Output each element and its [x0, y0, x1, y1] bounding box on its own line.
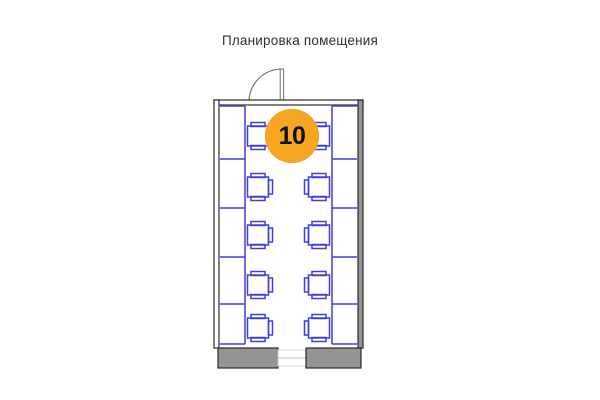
capacity-badge-value: 10: [278, 121, 306, 150]
page-title: Планировка помещения: [221, 33, 379, 48]
wall-bottom: [217, 347, 362, 369]
wall-left: [213, 99, 220, 349]
chair-r5[interactable]: [303, 313, 331, 343]
workstation-column-left: [220, 105, 274, 345]
chair-l5[interactable]: [246, 313, 274, 343]
chair-r3[interactable]: [303, 220, 331, 250]
chair-l3[interactable]: [246, 220, 274, 250]
door-swing-arc: [248, 68, 283, 103]
wall-block-right: [305, 347, 362, 369]
chair-l4[interactable]: [246, 270, 274, 300]
wall-top: [213, 99, 364, 106]
door-leaf: [279, 68, 285, 103]
wall-right: [357, 99, 364, 349]
chair-l2[interactable]: [246, 172, 274, 202]
entry-door[interactable]: [248, 68, 285, 103]
wall-block-left: [217, 347, 279, 369]
chair-r2[interactable]: [303, 172, 331, 202]
chair-r4[interactable]: [303, 270, 331, 300]
capacity-badge-label[interactable]: 10: [265, 109, 319, 163]
